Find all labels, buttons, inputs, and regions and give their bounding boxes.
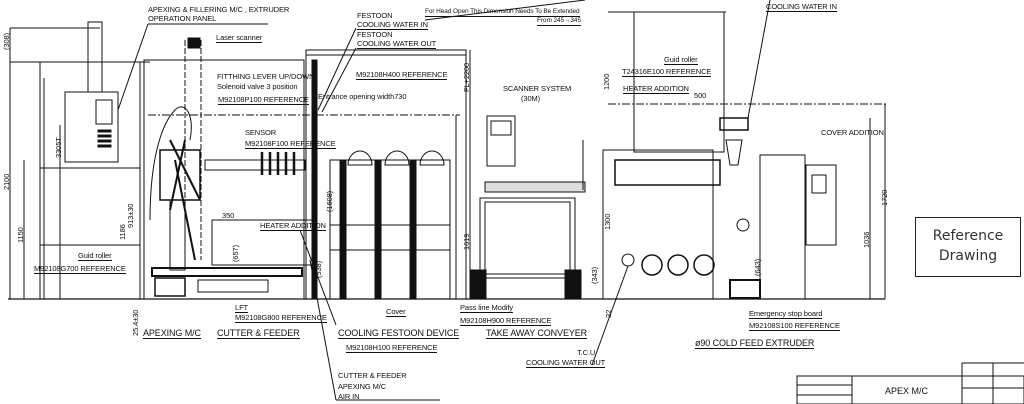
- stamp-line-1: Reference: [932, 228, 1004, 244]
- note-festoon-in-2: COOLING WATER IN: [357, 20, 428, 30]
- section-festoon-ref: M92108H100 REFERENCE: [346, 343, 438, 353]
- note-cover-addition: COVER ADDITION: [821, 128, 884, 137]
- dim-fl2200: FL+2200: [462, 62, 471, 92]
- note-tcu: T.C.U: [577, 348, 596, 357]
- dim-2100: 2100: [2, 173, 11, 190]
- dim-643: (643): [753, 258, 762, 276]
- dim-3305: 3305T: [54, 137, 63, 158]
- note-lft-ref: M92108G800 REFERENCE: [235, 313, 327, 323]
- dim-1608: (1608): [325, 190, 334, 212]
- section-apexing: APEXING M/C: [143, 328, 201, 339]
- note-guid-roller-left-ref: M92108G700 REFERENCE: [34, 264, 126, 274]
- section-cutter: CUTTER & FEEDER: [217, 328, 300, 339]
- note-scanner-2: (30M): [521, 94, 541, 103]
- note-tcu-cooling-out: COOLING WATER OUT: [526, 358, 606, 368]
- section-conveyer: TAKE AWAY CONVEYER: [486, 328, 588, 339]
- dim-32: 32: [604, 309, 613, 318]
- note-heater-left: HEATER ADDITION: [260, 221, 326, 231]
- note-guid-roller-right: Guid roller: [664, 55, 698, 65]
- note-heater-right: HEATER ADDITION: [623, 84, 689, 94]
- dim-254: 25.4±30: [131, 309, 140, 336]
- dim-1150: 1150: [16, 227, 25, 243]
- note-fitting-lever: FITTHING LEVER UP/DOWN: [217, 72, 315, 81]
- note-lft: LFT: [235, 303, 249, 313]
- dim-500: 500: [694, 91, 707, 100]
- note-laser-scanner: Laser scanner: [216, 33, 263, 43]
- note-festoon-in: FESTOON: [357, 11, 393, 20]
- section-extruder: ø90 COLD FEED EXTRUDER: [695, 338, 815, 349]
- note-pass-line: Pass line Modify: [460, 303, 514, 313]
- note-entrance: Entrance opening width730: [318, 92, 407, 101]
- note-sensor: SENSOR: [245, 128, 277, 137]
- note-guid-roller-left: Guid roller: [78, 251, 112, 261]
- note-estop-ref: M92108S100 REFERENCE: [749, 321, 840, 331]
- dim-350: 350: [222, 211, 235, 220]
- dim-1300: 1300: [603, 213, 612, 230]
- dim-538: (538): [314, 260, 323, 278]
- note-guid-roller-right-ref: T24316E100 REFERENCE: [622, 67, 712, 77]
- stamp-line-2: Drawing: [938, 248, 998, 264]
- note-fitting-lever-ref: M92108P100 REFERENCE: [218, 95, 309, 105]
- note-air-in-1: CUTTER & FEEDER: [338, 371, 407, 380]
- note-air-in-2: APEXING M/C: [338, 382, 387, 391]
- note-festoon-ref: M92108H400 REFERENCE: [356, 70, 448, 80]
- note-cooling-in-right: COOLING WATER IN: [766, 2, 837, 12]
- note-festoon-out-2: COOLING WATER OUT: [357, 39, 437, 49]
- note-cover: Cover: [386, 307, 406, 317]
- title-block-title: APEX M/C: [885, 386, 929, 396]
- dim-1720: 1720: [880, 189, 889, 206]
- section-festoon: COOLING FESTOON DEVICE: [338, 328, 460, 339]
- note-solenoid: Solenoid valve 3 position: [217, 82, 298, 91]
- dim-308: (308): [2, 32, 11, 50]
- dim-1619: 1619: [462, 233, 471, 250]
- note-head-open: For Head Open This Dimension Needs To Be…: [425, 8, 580, 17]
- note-festoon-out: FESTOON: [357, 30, 393, 39]
- reference-drawing-stamp: Reference Drawing: [915, 217, 1021, 277]
- dim-657: (657): [231, 244, 240, 262]
- dim-1200: 1200: [602, 73, 611, 90]
- note-operation-panel-2: OPERATION PANEL: [148, 14, 217, 23]
- note-operation-panel: APEXING & FILLERING M/C , EXTRUDER: [148, 5, 290, 14]
- note-scanner: SCANNER SYSTEM: [503, 84, 572, 93]
- note-sensor-ref: M92108F100 REFERENCE: [245, 139, 336, 149]
- note-head-open-2: From 245→345: [537, 17, 581, 26]
- note-air-in-3: AIR IN: [338, 392, 360, 401]
- dim-913: 913±30: [126, 203, 135, 228]
- note-pass-line-ref: M92108H900 REFERENCE: [460, 316, 552, 326]
- note-estop: Emergency stop board: [749, 309, 823, 319]
- dim-1036: 1036: [862, 231, 871, 248]
- dim-343: (343): [590, 266, 599, 284]
